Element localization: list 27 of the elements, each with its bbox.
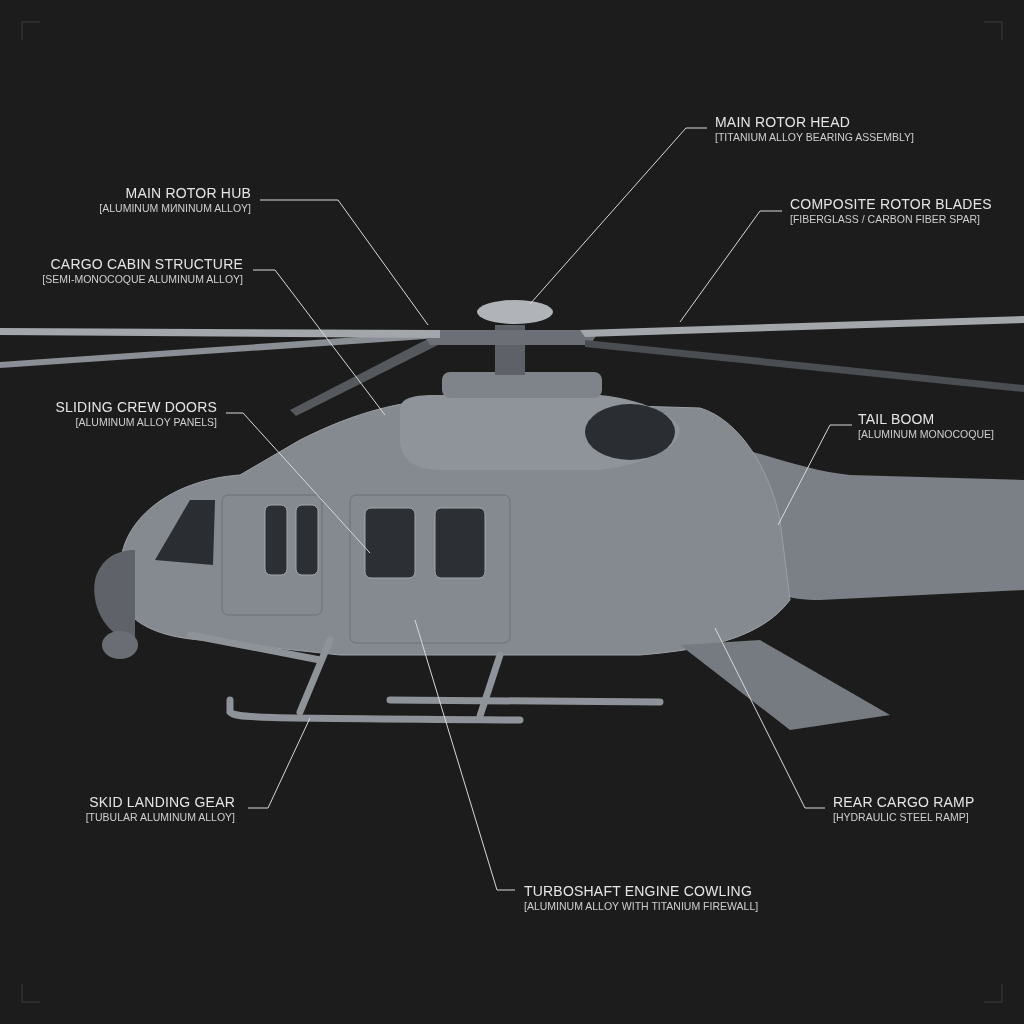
part-name: MAIN ROTOR HEAD bbox=[715, 114, 851, 131]
leader-line bbox=[679, 210, 783, 323]
part-name: MAIN ROTOR HUB bbox=[124, 185, 251, 202]
leader-line bbox=[259, 199, 429, 326]
part-name: COMPOSITE ROTOR BLADES bbox=[790, 196, 992, 213]
material-note: [FIBERGLASS / CARBON FIBER SPAR] bbox=[790, 213, 981, 226]
material-note: [ALUMINUM MONOCOQUE] bbox=[858, 428, 994, 441]
leader-line bbox=[247, 717, 311, 809]
part-name: SLIDING CREW DOORS bbox=[55, 399, 217, 416]
part-name: REAR CARGO RAMP bbox=[833, 794, 975, 811]
part-name: CARGO CABIN STRUCTURE bbox=[49, 256, 243, 273]
leader-line bbox=[225, 412, 371, 554]
material-note: [ALUMINUM ALLOY WITH TITANIUM FIREWALL] bbox=[524, 900, 759, 913]
part-name: TURBOSHAFT ENGINE COWLING bbox=[524, 883, 753, 900]
leader-line bbox=[714, 627, 826, 809]
leader-line bbox=[777, 424, 853, 526]
leader-line bbox=[529, 127, 708, 305]
material-note: [HYDRAULIC STEEL RAMP] bbox=[833, 811, 970, 824]
material-note: [ALUMINUM ALLOY PANELS] bbox=[74, 416, 217, 429]
material-note: [TUBULAR ALUMINUM ALLOY] bbox=[85, 811, 235, 824]
part-name: TAIL BOOM bbox=[858, 411, 936, 428]
leader-line bbox=[252, 269, 386, 416]
part-name: SKID LANDING GEAR bbox=[88, 794, 235, 811]
material-note: [SEMI-MONOCOQUE ALUMINUM ALLOY] bbox=[42, 273, 243, 286]
material-note: [TITANIUM ALLOY BEARING ASSEMBLY] bbox=[715, 131, 914, 144]
leader-line bbox=[414, 619, 516, 891]
material-note: [ALUMINUM MИNINUM ALLOY] bbox=[99, 202, 251, 215]
